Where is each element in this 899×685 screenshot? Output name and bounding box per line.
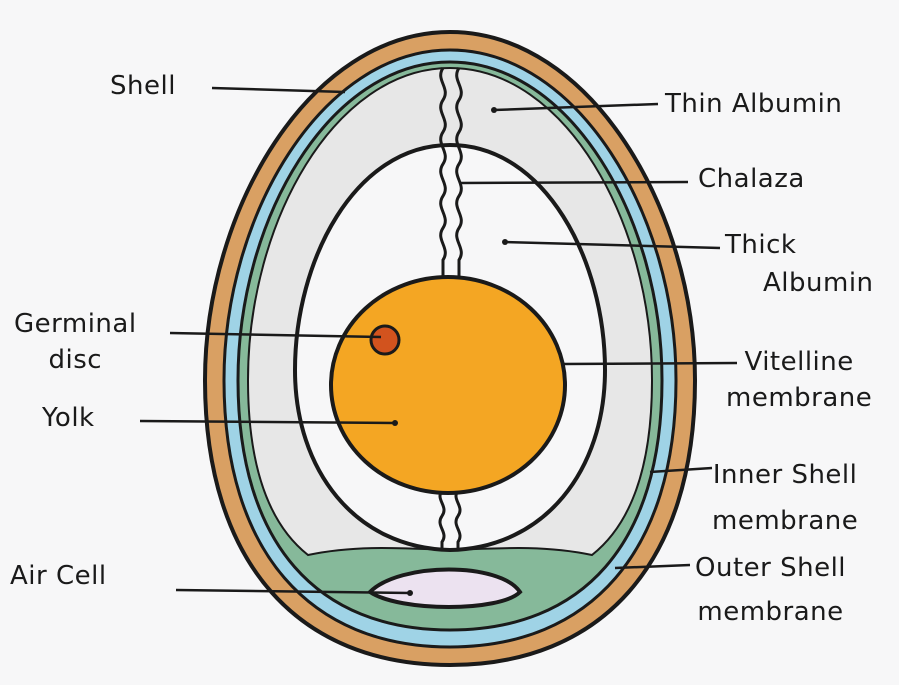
inner-shell-line1: Inner Shell	[712, 452, 858, 498]
germinal-disc-label: Germinal disc	[14, 306, 137, 378]
vitelline-line2: membrane	[726, 380, 872, 416]
yolk-sphere	[331, 277, 565, 493]
germinal-disc-dot	[371, 326, 399, 354]
vitelline-leader	[562, 363, 737, 364]
chalaza-label: Chalaza	[698, 163, 805, 195]
thick-albumin-pointer	[502, 239, 508, 245]
thick-albumin-line2: Albumin	[763, 264, 874, 302]
yolk-label: Yolk	[42, 402, 95, 434]
shell-label: Shell	[110, 70, 176, 102]
thin-albumin-label: Thin Albumin	[665, 88, 842, 120]
thick-albumin-label: Thick Albumin	[725, 226, 874, 302]
thick-albumin-line1: Thick	[725, 226, 874, 264]
vitelline-line1: Vitelline	[726, 344, 872, 380]
germinal-disc-line1: Germinal	[14, 306, 137, 342]
yolk-pointer	[392, 420, 398, 426]
outer-shell-line2: membrane	[695, 590, 846, 634]
air-cell-label: Air Cell	[10, 560, 107, 592]
inner-shell-line2: membrane	[712, 498, 858, 544]
outer-shell-label: Outer Shell membrane	[695, 546, 846, 634]
inner-shell-label: Inner Shell membrane	[712, 452, 858, 544]
outer-shell-line1: Outer Shell	[695, 546, 846, 590]
germinal-disc-line2: disc	[14, 342, 137, 378]
thin-albumin-pointer	[491, 107, 497, 113]
chalaza-leader	[460, 182, 688, 183]
air-cell-pointer	[407, 590, 413, 596]
vitelline-label: Vitelline membrane	[726, 344, 872, 416]
